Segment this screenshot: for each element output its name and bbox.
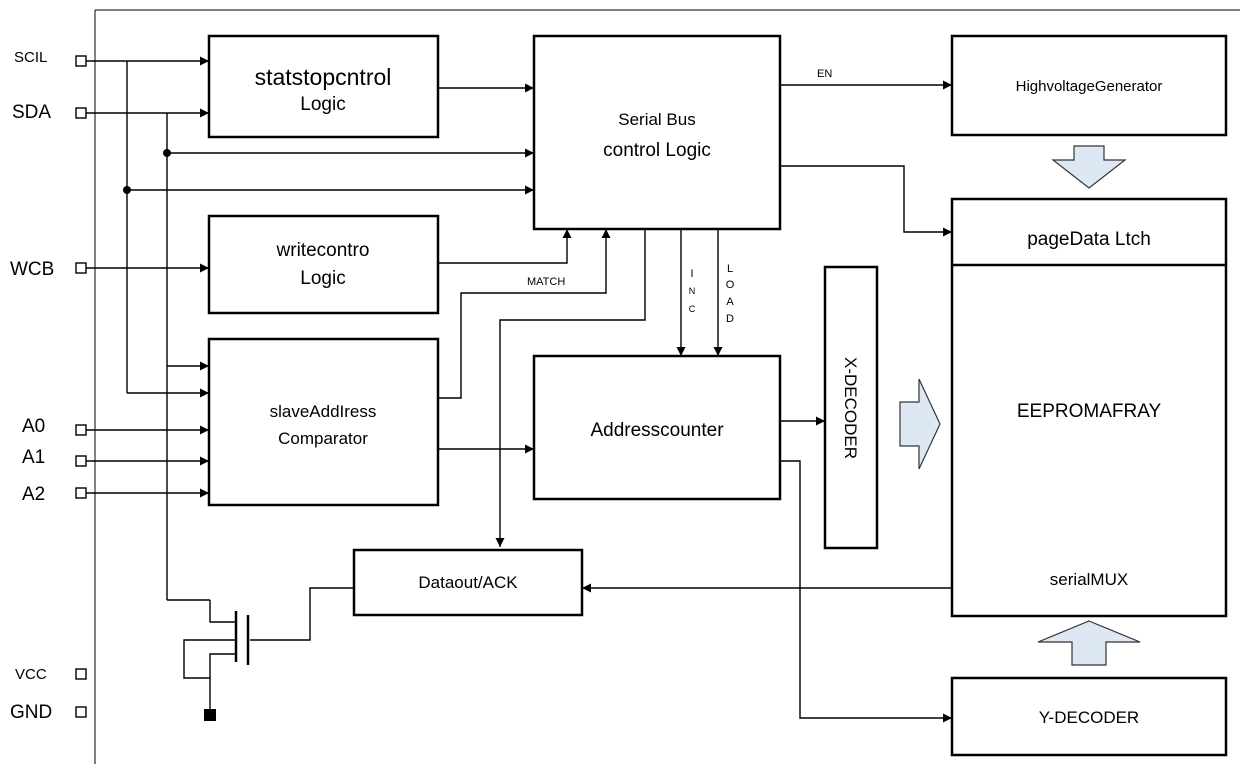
match-signal-label: MATCH xyxy=(527,276,565,288)
inc-letter: I xyxy=(690,268,693,280)
y-decoder-label: Y-DECODER xyxy=(1039,708,1139,727)
x-decoder-label: X-DECODER xyxy=(841,357,860,459)
slave-address-subtitle: Comparator xyxy=(278,429,368,448)
inc-letter: N xyxy=(689,286,696,296)
pin-sda-label: SDA xyxy=(12,102,51,123)
start-stop-title: statstopcntrol xyxy=(255,64,392,90)
load-letter: A xyxy=(726,296,734,308)
write-control-title: writecontro xyxy=(276,240,370,261)
block-y-decoder: Y-DECODER xyxy=(950,676,1228,757)
slave-address-title: slaveAddIress xyxy=(270,402,377,421)
load-letter: L xyxy=(727,263,733,275)
pin-scl: SCIL xyxy=(14,49,87,67)
output-transistor xyxy=(167,599,250,721)
hv-to-latch-arrow xyxy=(1051,145,1127,189)
load-signal-label: L O A D xyxy=(726,263,735,325)
block-data-out-ack: Dataout/ACK xyxy=(352,548,584,617)
load-letter: D xyxy=(726,313,734,325)
pin-wcb: WCB xyxy=(10,259,87,280)
block-x-decoder: X-DECODER xyxy=(823,265,879,550)
write-control-subtitle: Logic xyxy=(300,268,345,289)
block-serial-bus-control: Serial Bus control Logic xyxy=(532,34,782,231)
inc-letter: C xyxy=(689,304,696,314)
page-latch-label: pageData Ltch xyxy=(1027,229,1151,250)
ydecoder-to-mux-arrow xyxy=(1037,620,1141,666)
load-letter: O xyxy=(726,279,735,291)
pin-a0: A0 xyxy=(22,416,87,437)
inc-signal-label: I N C xyxy=(689,268,696,314)
pin-wcb-label: WCB xyxy=(10,259,54,280)
high-voltage-label: HighvoltageGenerator xyxy=(1016,78,1163,95)
data-out-label: Dataout/ACK xyxy=(418,573,518,592)
pin-a1-label: A1 xyxy=(22,447,45,468)
pin-vcc: VCC xyxy=(15,666,87,683)
pin-a0-label: A0 xyxy=(22,416,45,437)
chip-frame xyxy=(94,9,1240,764)
serial-bus-title: Serial Bus xyxy=(618,110,695,129)
eeprom-array-label: EEPROMAFRAY xyxy=(1017,401,1162,422)
serial-bus-subtitle: control Logic xyxy=(603,140,711,161)
pin-gnd: GND xyxy=(10,702,87,723)
pin-a2-label: A2 xyxy=(22,484,45,505)
block-start-stop-logic: statstopcntrol Logic xyxy=(207,34,440,139)
address-counter-label: Addresscounter xyxy=(590,420,724,441)
block-slave-address-comparator: slaveAddIress Comparator xyxy=(207,337,440,507)
start-stop-subtitle: Logic xyxy=(300,94,345,115)
block-write-control-logic: writecontro Logic xyxy=(207,214,440,315)
pin-vcc-label: VCC xyxy=(15,666,47,683)
block-address-counter: Addresscounter xyxy=(532,354,782,501)
pin-a2: A2 xyxy=(22,484,87,505)
gnd-terminal xyxy=(204,709,216,721)
en-signal-label: EN xyxy=(817,68,832,80)
pin-scl-label: SCIL xyxy=(14,49,47,66)
pin-sda: SDA xyxy=(12,102,87,123)
block-high-voltage-generator: HighvoltageGenerator xyxy=(950,34,1228,137)
wires xyxy=(86,56,952,723)
block-eeprom: pageData Ltch EEPROMAFRAY serialMUX xyxy=(950,197,1228,618)
x-decoder-to-array-arrow xyxy=(899,378,941,470)
pin-a1: A1 xyxy=(22,447,87,468)
serial-mux-label: serialMUX xyxy=(1050,570,1128,589)
pin-gnd-label: GND xyxy=(10,702,52,723)
